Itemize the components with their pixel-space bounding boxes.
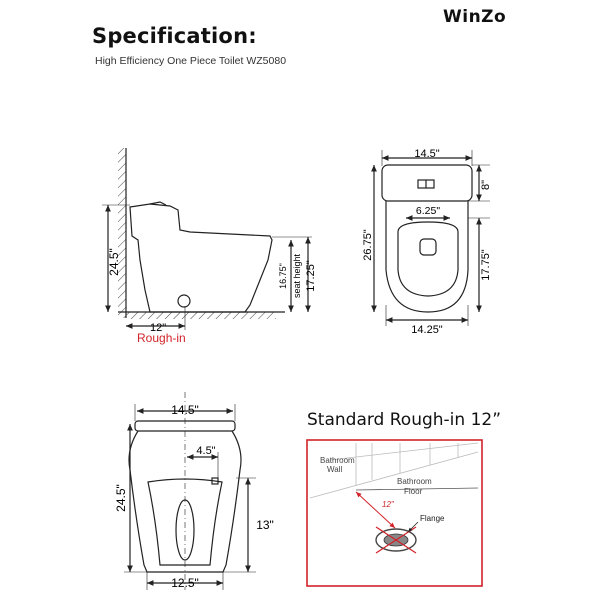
front-height-label: 24.5" bbox=[114, 484, 128, 512]
tank-depth-label: 8" bbox=[480, 180, 492, 190]
floor-label-line2: Floor bbox=[404, 487, 423, 496]
tank-width-label: 14.5" bbox=[414, 148, 439, 160]
base-width-label: 14.25" bbox=[411, 324, 443, 336]
seat-height-value: 16.75" bbox=[278, 263, 288, 289]
top-drain bbox=[419, 238, 437, 256]
floor-label-line1: Bathroom bbox=[397, 477, 432, 486]
rough-in-label: Rough-in bbox=[137, 331, 186, 345]
side-view-drawing bbox=[102, 148, 312, 330]
bowl-length-label: 17.75" bbox=[480, 249, 492, 281]
flush-width-label: 6.25" bbox=[416, 205, 440, 217]
top-view-drawing bbox=[371, 150, 490, 326]
rough-in-distance-label: 12" bbox=[382, 500, 395, 509]
rough-in-panel bbox=[306, 439, 483, 587]
top-bowl-outline bbox=[385, 201, 469, 313]
page-title: Specification: bbox=[92, 24, 257, 48]
seat-height-caption: seat height bbox=[292, 253, 302, 298]
wall-hatch bbox=[118, 148, 126, 318]
seat-height-total: 17.25" bbox=[305, 260, 317, 292]
top-tank bbox=[381, 164, 473, 202]
front-inner-outline bbox=[147, 478, 223, 566]
front-base-width-label: 12.5" bbox=[171, 576, 199, 590]
front-bolt bbox=[211, 477, 219, 485]
front-tank-top bbox=[134, 420, 236, 432]
front-inner-width-label: 4.5" bbox=[196, 445, 215, 457]
rough-in-distance-line bbox=[355, 491, 396, 529]
wall-label-line2: Wall bbox=[327, 465, 342, 474]
front-mid-height-label: 13" bbox=[256, 518, 274, 532]
side-trap-hole bbox=[177, 294, 191, 308]
side-button bbox=[149, 201, 167, 206]
front-view-drawing bbox=[124, 392, 256, 590]
front-trap-shape bbox=[175, 499, 195, 561]
flange-label: Flange bbox=[420, 514, 445, 523]
brand-logo: WinZo bbox=[443, 7, 507, 27]
total-length-label: 26.75" bbox=[362, 229, 374, 261]
side-toilet-outline bbox=[129, 203, 273, 313]
product-subtitle: High Efficiency One Piece Toilet WZ5080 bbox=[95, 55, 287, 67]
side-height-label: 24.5" bbox=[107, 248, 121, 276]
rough-in-value: 12" bbox=[150, 322, 166, 334]
front-top-width-label: 14.5" bbox=[171, 403, 199, 417]
rough-in-panel-title: Standard Rough-in 12” bbox=[307, 410, 502, 430]
flange-icon bbox=[375, 528, 417, 552]
floor-hatch bbox=[126, 312, 276, 319]
wall-label-line1: Bathroom bbox=[320, 456, 355, 465]
top-seat bbox=[397, 221, 459, 297]
